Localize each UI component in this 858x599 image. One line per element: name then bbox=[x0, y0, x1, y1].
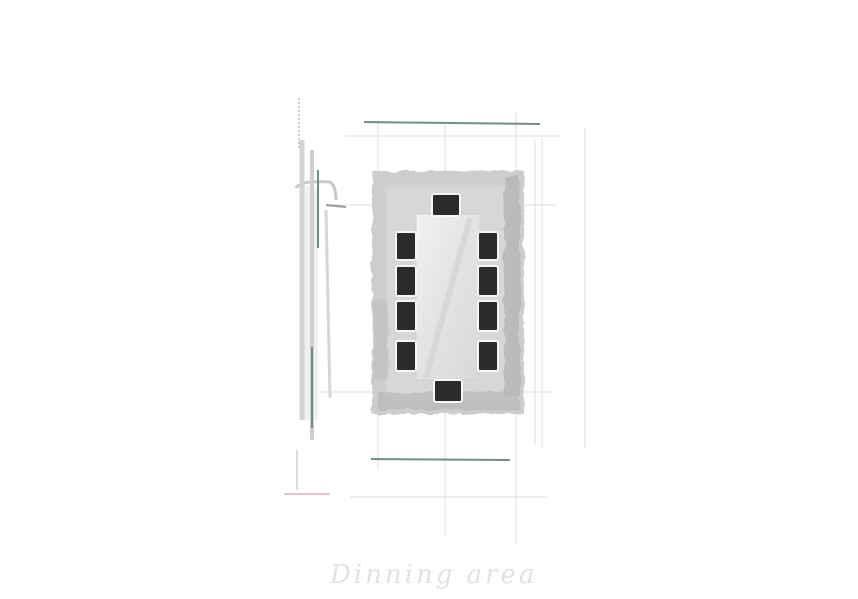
caption-label: Dinning area bbox=[330, 560, 538, 590]
chair-right-3 bbox=[477, 300, 499, 332]
dining-table bbox=[415, 213, 481, 381]
chair-left-2 bbox=[395, 265, 417, 297]
chair-left-1 bbox=[395, 231, 417, 261]
chair-head-top bbox=[431, 193, 461, 217]
chair-right-2 bbox=[477, 265, 499, 297]
top-accent-line bbox=[363, 121, 541, 125]
bottom-accent-line bbox=[370, 458, 511, 461]
chair-right-1 bbox=[477, 231, 499, 261]
chair-right-4 bbox=[477, 340, 499, 372]
chair-left-3 bbox=[395, 300, 417, 332]
chair-left-4 bbox=[395, 340, 417, 372]
left-wall-sketch bbox=[284, 98, 347, 495]
chair-head-bottom bbox=[433, 379, 463, 403]
chairs bbox=[395, 193, 499, 403]
